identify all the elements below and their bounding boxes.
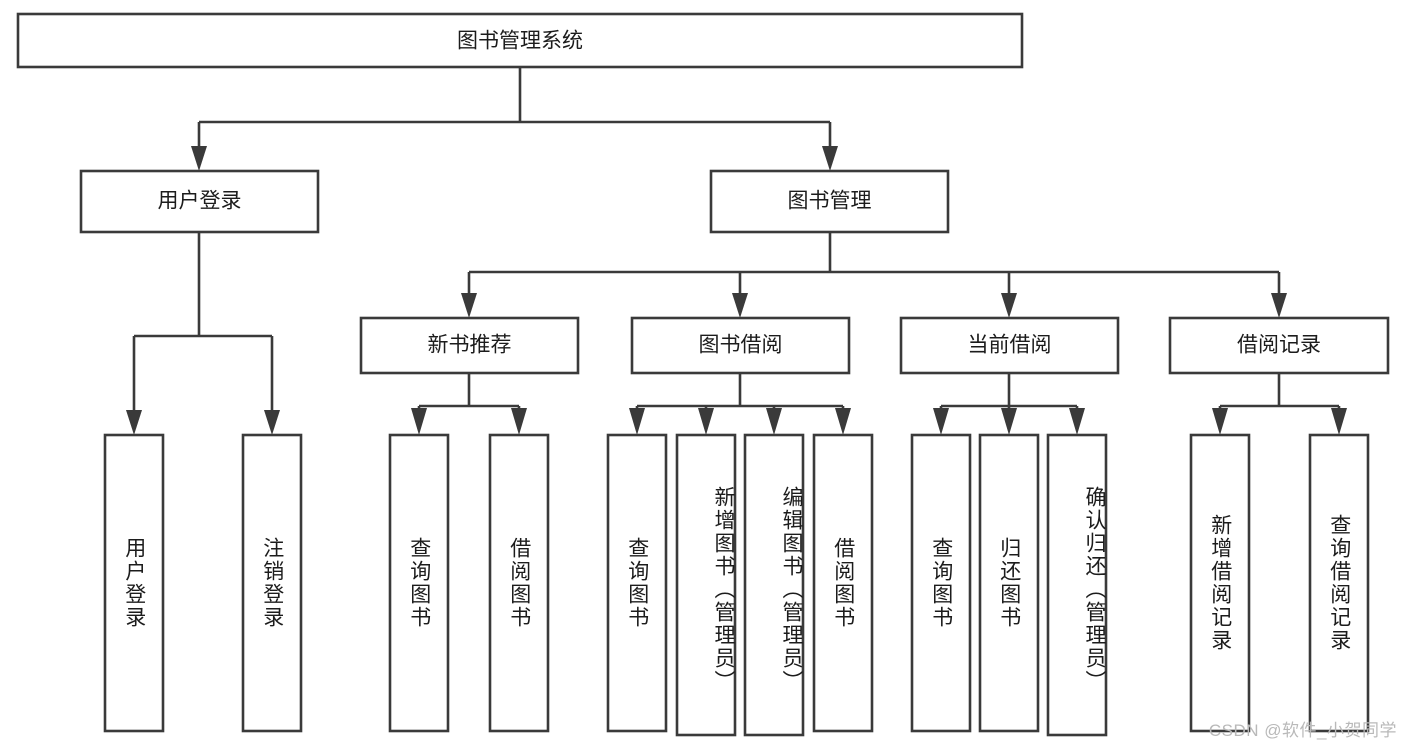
- arrow-head-leaf-logout: [264, 410, 280, 435]
- node-book-manage-box[interactable]: [709, 169, 950, 234]
- node-leaf-add-record-box[interactable]: [1189, 433, 1251, 733]
- arrow-head-book-borrow: [732, 293, 748, 318]
- node-new-book-rec-label: 新书推荐: [428, 334, 512, 357]
- arrow-head-new-book-rec: [461, 293, 477, 318]
- arrow-head-leaf-query-book-2: [629, 408, 645, 435]
- arrow-head-leaf-query-book-1: [411, 408, 427, 435]
- node-current-borrow-label: 当前借阅: [968, 334, 1052, 357]
- node-current-borrow-box[interactable]: [899, 316, 1120, 375]
- node-leaf-borrow-book-2-box[interactable]: [812, 433, 874, 733]
- connector-group-book-manage: [461, 232, 1287, 318]
- node-book-borrow[interactable]: 图书借阅: [630, 316, 851, 375]
- arrow-head-leaf-user-login: [126, 410, 142, 435]
- node-book-manage[interactable]: 图书管理: [709, 169, 950, 234]
- node-new-book-rec[interactable]: 新书推荐: [359, 316, 580, 375]
- arrow-head-book-manage: [822, 146, 838, 171]
- connector-group-user-login: [126, 232, 280, 435]
- node-leaf-return-book-box[interactable]: [978, 433, 1040, 733]
- node-leaf-query-book-2-box[interactable]: [606, 433, 668, 733]
- arrow-head-user-login: [191, 146, 207, 171]
- node-root-box[interactable]: [16, 12, 1024, 69]
- node-borrow-record-box[interactable]: [1168, 316, 1390, 375]
- arrow-head-leaf-return-book: [1001, 408, 1017, 435]
- node-leaf-query-book-1-box[interactable]: [388, 433, 450, 733]
- arrow-head-leaf-borrow-book-1: [511, 408, 527, 435]
- arrow-head-borrow-record: [1271, 293, 1287, 318]
- node-new-book-rec-box[interactable]: [359, 316, 580, 375]
- arrow-head-leaf-query-book-3: [933, 408, 949, 435]
- node-leaf-add-book-box[interactable]: [675, 433, 737, 737]
- arrow-head-leaf-add-record: [1212, 408, 1228, 435]
- node-borrow-record-label: 借阅记录: [1237, 334, 1321, 357]
- connector-group-book-borrow: [629, 373, 851, 435]
- node-leaf-query-book-3-box[interactable]: [910, 433, 972, 733]
- connector-group-new-book-rec: [411, 373, 527, 435]
- arrow-head-leaf-confirm-return: [1069, 408, 1085, 435]
- node-leaf-edit-book-box[interactable]: [743, 433, 805, 737]
- node-current-borrow[interactable]: 当前借阅: [899, 316, 1120, 375]
- arrow-head-leaf-query-record: [1331, 408, 1347, 435]
- connector-group-borrow-record: [1212, 373, 1347, 435]
- node-user-login-box[interactable]: [79, 169, 320, 234]
- node-root-label: 图书管理系统: [457, 30, 583, 53]
- node-root[interactable]: 图书管理系统: [16, 12, 1024, 69]
- node-book-borrow-box[interactable]: [630, 316, 851, 375]
- node-leaf-user-login-box[interactable]: [103, 433, 165, 733]
- node-leaf-borrow-book-1-box[interactable]: [488, 433, 550, 733]
- arrow-head-leaf-edit-book: [766, 408, 782, 435]
- csdn-watermark: CSDN @软件_小贺同学: [1208, 721, 1397, 740]
- node-book-borrow-label: 图书借阅: [699, 334, 783, 357]
- node-book-manage-label: 图书管理: [788, 190, 872, 213]
- connector-group-root: [191, 67, 838, 171]
- arrow-head-leaf-add-book: [698, 408, 714, 435]
- node-user-login-label: 用户登录: [158, 190, 242, 213]
- arrow-head-current-borrow: [1001, 293, 1017, 318]
- node-borrow-record[interactable]: 借阅记录: [1168, 316, 1390, 375]
- connector-group-current-borrow: [933, 373, 1085, 435]
- node-leaf-confirm-return-box[interactable]: [1046, 433, 1108, 737]
- node-leaf-logout-box[interactable]: [241, 433, 303, 733]
- node-user-login[interactable]: 用户登录: [79, 169, 320, 234]
- node-leaf-query-record-box[interactable]: [1308, 433, 1370, 733]
- arrow-head-leaf-borrow-book-2: [835, 408, 851, 435]
